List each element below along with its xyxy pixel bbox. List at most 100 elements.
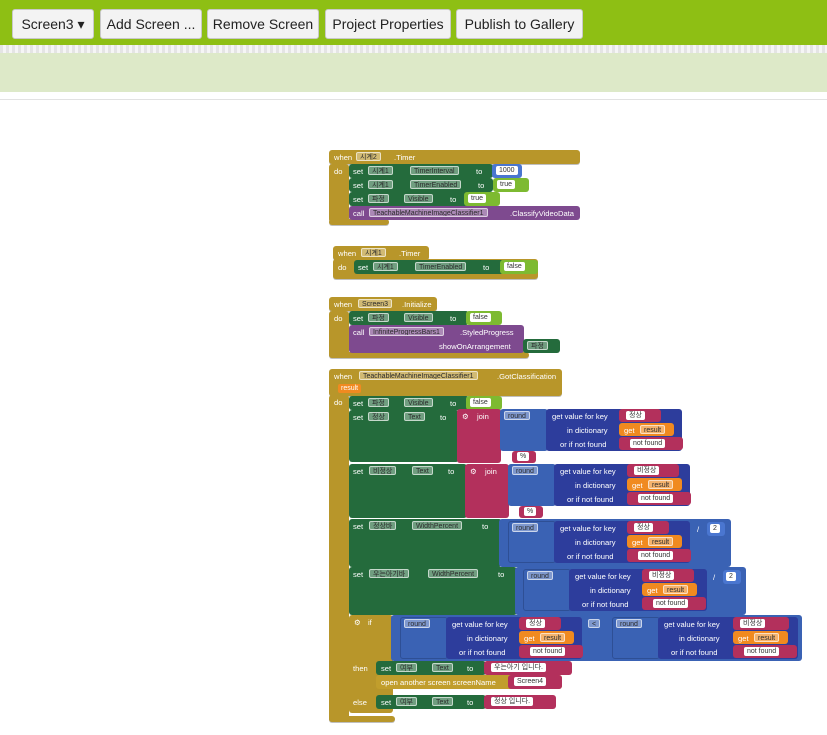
project-properties-button[interactable]: Project Properties: [325, 9, 451, 39]
round-block[interactable]: [508, 521, 556, 563]
text-value[interactable]: not found: [653, 599, 689, 608]
component-dropdown[interactable]: 우는아기바: [369, 569, 410, 578]
number-value[interactable]: 1000: [496, 166, 518, 175]
component-dropdown[interactable]: 파정: [527, 341, 548, 350]
component-dropdown[interactable]: TeachableMachineImageClassifier1: [359, 371, 478, 380]
event-block-timer2[interactable]: [329, 150, 580, 164]
component-dropdown[interactable]: 정상바: [369, 521, 397, 530]
boolean-dropdown[interactable]: false: [470, 398, 491, 407]
gear-icon[interactable]: ⚙: [462, 412, 469, 421]
round-dropdown[interactable]: round: [512, 523, 538, 532]
event-block-gotclassification-body[interactable]: [329, 395, 349, 721]
round-dropdown[interactable]: round: [527, 571, 553, 580]
text-value[interactable]: %: [524, 507, 537, 516]
gear-icon[interactable]: ⚙: [354, 618, 361, 627]
round-block[interactable]: [612, 617, 660, 659]
property-dropdown[interactable]: Text: [432, 663, 453, 672]
component-dropdown[interactable]: 비정상: [369, 466, 397, 475]
event-block-initialize[interactable]: [329, 297, 437, 311]
get-block[interactable]: [733, 631, 788, 644]
text-value[interactable]: not found: [638, 494, 674, 503]
text-value[interactable]: 비정상: [649, 571, 675, 580]
get-block[interactable]: [619, 423, 674, 436]
property-dropdown[interactable]: Text: [404, 412, 425, 421]
join-block[interactable]: [457, 409, 501, 463]
property-dropdown[interactable]: WidthPercent: [428, 569, 479, 578]
property-dropdown[interactable]: TimerEnabled: [410, 180, 462, 189]
component-dropdown[interactable]: 파정: [368, 194, 389, 203]
boolean-dropdown[interactable]: true: [468, 194, 487, 203]
boolean-dropdown[interactable]: true: [497, 180, 516, 189]
property-dropdown[interactable]: Text: [412, 466, 433, 475]
text-value[interactable]: 비정상: [740, 619, 766, 628]
text-value[interactable]: Screen4: [514, 677, 547, 686]
round-block[interactable]: [500, 409, 548, 451]
gear-icon[interactable]: ⚙: [470, 467, 477, 476]
variable-dropdown[interactable]: result: [754, 633, 780, 642]
variable-dropdown[interactable]: result: [540, 633, 566, 642]
text-value[interactable]: %: [517, 452, 530, 461]
set-block[interactable]: [349, 567, 517, 615]
component-dropdown[interactable]: TeachableMachineImageClassifier1: [369, 208, 488, 217]
text-value[interactable]: 정상: [526, 619, 545, 628]
component-dropdown[interactable]: 파정: [368, 313, 389, 322]
variable-dropdown[interactable]: result: [648, 537, 674, 546]
get-block[interactable]: [627, 535, 682, 548]
round-dropdown[interactable]: round: [504, 411, 530, 420]
property-dropdown[interactable]: Visible: [404, 194, 433, 203]
boolean-dropdown[interactable]: false: [504, 262, 525, 271]
event-block-timer1[interactable]: [333, 246, 429, 260]
round-block[interactable]: [508, 464, 556, 506]
property-dropdown[interactable]: TimerEnabled: [415, 262, 467, 271]
property-dropdown[interactable]: Text: [432, 697, 453, 706]
component-dropdown[interactable]: 시계1: [373, 262, 398, 271]
component-dropdown[interactable]: 시계2: [356, 152, 381, 161]
property-dropdown[interactable]: Visible: [404, 313, 433, 322]
join-block[interactable]: [465, 464, 509, 518]
component-dropdown[interactable]: 시계1: [368, 166, 393, 175]
call-block[interactable]: [349, 325, 524, 353]
event-block-timer2-body[interactable]: [329, 164, 349, 222]
set-block[interactable]: [349, 464, 467, 518]
round-dropdown[interactable]: round: [404, 619, 430, 628]
text-value[interactable]: not found: [638, 551, 674, 560]
component-dropdown[interactable]: 시계1: [368, 180, 393, 189]
text-value[interactable]: not found: [744, 647, 780, 656]
component-dropdown[interactable]: Screen3: [358, 299, 393, 308]
text-value[interactable]: not found: [530, 647, 566, 656]
number-value[interactable]: 2: [726, 572, 736, 581]
text-value[interactable]: not found: [630, 439, 666, 448]
component-dropdown[interactable]: 정상: [368, 412, 389, 421]
component-dropdown[interactable]: 파정: [368, 398, 389, 407]
get-block[interactable]: [519, 631, 574, 644]
round-dropdown[interactable]: round: [512, 466, 538, 475]
remove-screen-button[interactable]: Remove Screen: [207, 9, 319, 39]
screen-select-dropdown[interactable]: Screen3 ▾: [12, 9, 94, 39]
add-screen-button[interactable]: Add Screen ...: [100, 9, 202, 39]
text-value[interactable]: 정상: [626, 411, 645, 420]
property-dropdown[interactable]: WidthPercent: [412, 521, 463, 530]
publish-to-gallery-button[interactable]: Publish to Gallery: [456, 9, 583, 39]
get-block[interactable]: [642, 583, 697, 596]
text-value[interactable]: 정상 입니다.: [491, 697, 534, 706]
text-value[interactable]: 정상: [634, 523, 653, 532]
set-block[interactable]: [349, 519, 502, 567]
variable-dropdown[interactable]: result: [663, 585, 689, 594]
text-value[interactable]: 비정상: [634, 466, 660, 475]
event-block-gotclassification[interactable]: [329, 369, 562, 396]
event-parameter[interactable]: result: [338, 384, 362, 393]
component-dropdown[interactable]: 여부: [396, 697, 417, 706]
property-dropdown[interactable]: Visible: [404, 398, 433, 407]
operator-dropdown[interactable]: <: [588, 619, 601, 628]
property-dropdown[interactable]: TimerInterval: [410, 166, 459, 175]
component-dropdown[interactable]: InfiniteProgressBars1: [369, 327, 444, 336]
variable-dropdown[interactable]: result: [648, 480, 674, 489]
event-block-initialize-body[interactable]: [329, 311, 349, 357]
number-value[interactable]: 2: [710, 524, 720, 533]
variable-dropdown[interactable]: result: [640, 425, 666, 434]
round-dropdown[interactable]: round: [616, 619, 642, 628]
get-block[interactable]: [627, 478, 682, 491]
component-dropdown[interactable]: 여부: [396, 663, 417, 672]
component-dropdown[interactable]: 시계1: [361, 248, 386, 257]
text-value[interactable]: 우는아기 입니다.: [491, 663, 546, 672]
